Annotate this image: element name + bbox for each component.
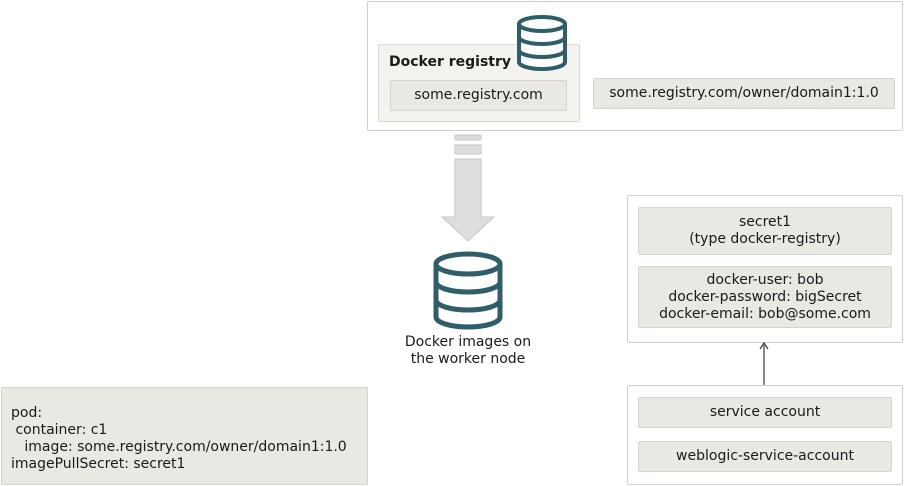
worker-node-label: Docker images on the worker node (404, 334, 532, 367)
service-account-frame: service account weblogic-service-account (627, 385, 903, 485)
database-icon (517, 15, 567, 71)
secret-frame: secret1 (type docker-registry) docker-us… (627, 195, 903, 343)
pod-spec: pod: container: c1 image: some.registry.… (11, 405, 347, 472)
secret-name: secret1 (type docker-registry) (638, 207, 892, 255)
docker-registry-box: Docker registry some.registry.com (378, 44, 580, 122)
service-account-label: service account (638, 397, 892, 428)
secret-credentials: docker-user: bob docker-password: bigSec… (638, 266, 892, 328)
up-arrow (759, 341, 769, 385)
pod-spec-box: pod: container: c1 image: some.registry.… (1, 387, 368, 485)
docker-registry-title: Docker registry (389, 54, 512, 70)
registry-host: some.registry.com (390, 80, 567, 111)
down-arrow (440, 134, 496, 242)
service-account-name: weblogic-service-account (638, 441, 892, 472)
image-reference: some.registry.com/owner/domain1:1.0 (593, 78, 895, 109)
database-icon (433, 251, 503, 330)
